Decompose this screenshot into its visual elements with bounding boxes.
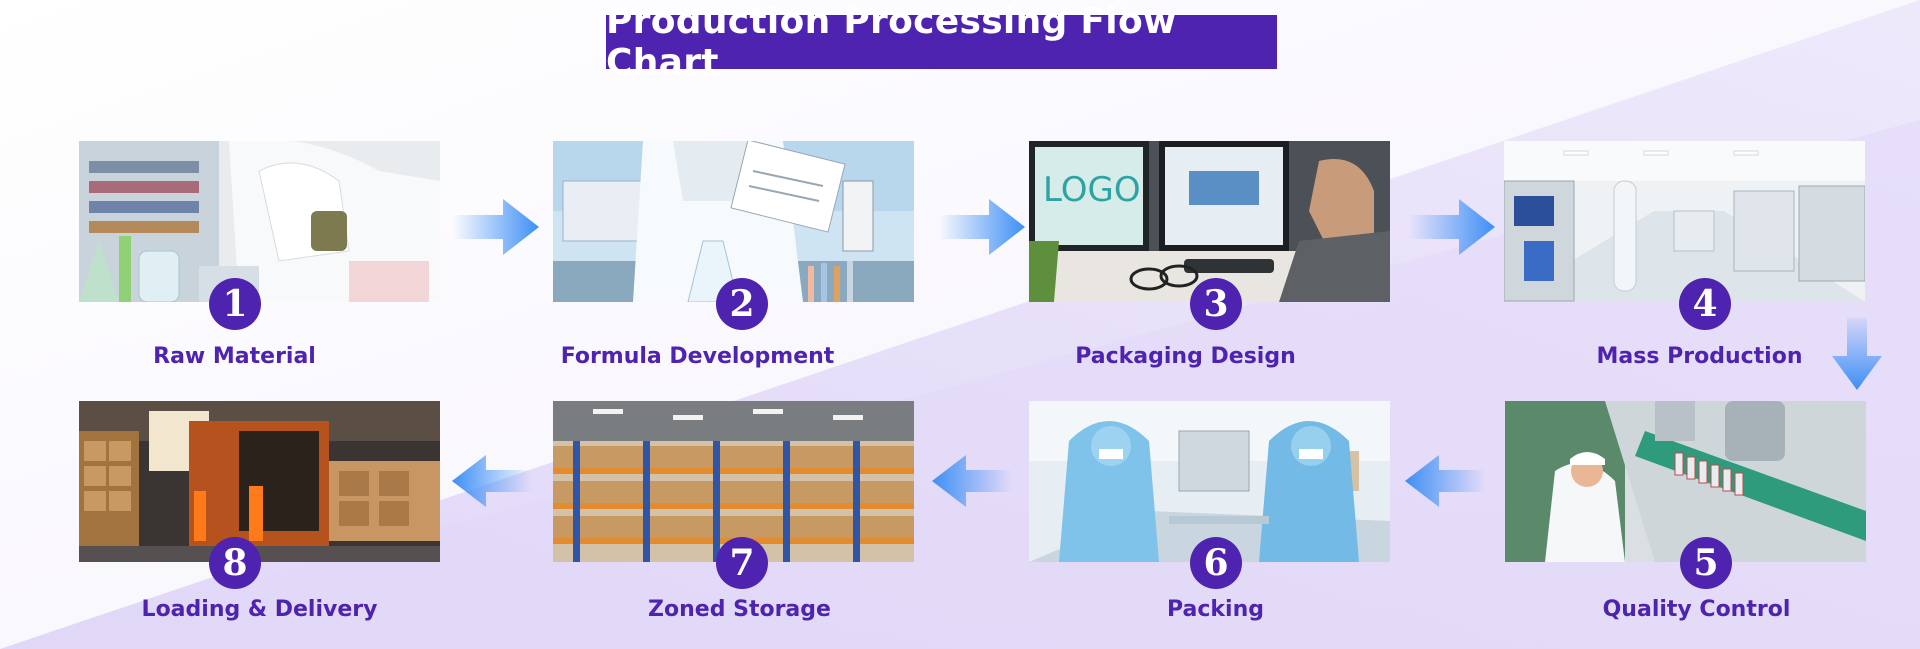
step-number-badge: 7 xyxy=(716,537,768,589)
step-number-badge: 6 xyxy=(1190,537,1242,589)
svg-text:LOGO: LOGO xyxy=(1043,170,1141,210)
step-number-badge: 5 xyxy=(1680,537,1732,589)
page-title: Production Processing Flow Chart xyxy=(606,1,1277,83)
workers-packing-photo xyxy=(1029,401,1390,562)
arrow-right-icon xyxy=(453,199,539,255)
step-label: Mass Production xyxy=(1596,344,1803,369)
cleanroom-production-line-photo xyxy=(1504,141,1865,302)
step-zoned-storage: 7 Zoned Storage xyxy=(553,401,914,641)
step-number-badge: 3 xyxy=(1190,278,1242,330)
arrow-left-icon xyxy=(932,455,1012,507)
step-loading-delivery: 8 Loading & Delivery xyxy=(79,401,440,641)
bottling-line-inspection-photo xyxy=(1505,401,1866,562)
step-number-badge: 2 xyxy=(716,278,768,330)
arrow-left-icon xyxy=(1405,455,1485,507)
step-number-badge: 1 xyxy=(209,278,261,330)
step-raw-material: 1 Raw Material xyxy=(79,141,440,381)
designer-monitor-logo-photo: LOGO xyxy=(1029,141,1390,302)
arrow-left-icon xyxy=(452,455,532,507)
arrow-down-icon xyxy=(1832,318,1882,390)
step-mass-production: 4 Mass Production xyxy=(1504,141,1865,381)
truck-loading-photo xyxy=(79,401,440,562)
step-packing: 6 Packing xyxy=(1029,401,1390,641)
step-label: Packing xyxy=(1166,597,1264,622)
lab-researcher-clipboard-photo xyxy=(553,141,914,302)
arrow-right-icon xyxy=(1409,199,1495,255)
step-quality-control: 5 Quality Control xyxy=(1505,401,1866,641)
step-label: Packaging Design xyxy=(1075,344,1296,369)
step-label: Loading & Delivery xyxy=(141,597,378,622)
laboratory-scientist-photo xyxy=(79,141,440,302)
warehouse-shelving-photo xyxy=(553,401,914,562)
step-label: Raw Material xyxy=(153,344,316,369)
step-number-badge: 8 xyxy=(209,537,261,589)
step-label: Formula Development xyxy=(560,344,835,369)
step-packaging-design: LOGO 3 Packaging Design xyxy=(1029,141,1390,381)
arrow-right-icon xyxy=(939,199,1025,255)
step-label: Zoned Storage xyxy=(648,597,831,622)
step-number-badge: 4 xyxy=(1679,278,1731,330)
step-formula-development: 2 Formula Development xyxy=(553,141,914,381)
step-label: Quality Control xyxy=(1602,597,1791,622)
